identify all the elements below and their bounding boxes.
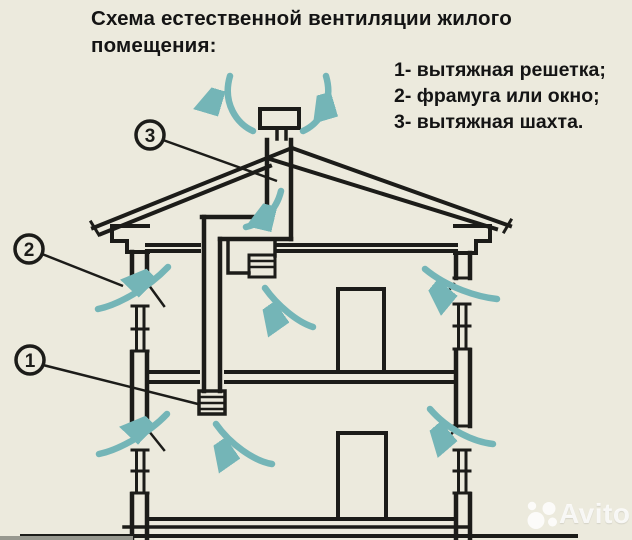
airflow-arrows bbox=[94, 72, 501, 464]
avito-logo-icon bbox=[527, 501, 557, 529]
roof-right-inner-line bbox=[267, 156, 499, 232]
intermediate-floor bbox=[145, 370, 458, 384]
callout-2-circle bbox=[13, 233, 45, 265]
chimney-cap-stem bbox=[275, 126, 288, 141]
callout-1-circle bbox=[14, 344, 46, 376]
inflow-arrow-right-first-floor bbox=[430, 405, 497, 444]
title-line-1: Схема естественной вентиляции жилого bbox=[91, 7, 512, 30]
inflow-arrow-left-second-floor bbox=[94, 267, 172, 313]
roof-left-outer-line bbox=[90, 145, 295, 231]
roof-right-outer-line bbox=[289, 145, 513, 229]
watermark-text: Avito bbox=[559, 497, 631, 529]
legend-item-grille: 1- вытяжная решетка; bbox=[394, 59, 606, 81]
open-transom-left-second-floor bbox=[146, 282, 166, 308]
callout-3-shaft: 3 bbox=[134, 119, 278, 183]
legend: 1- вытяжная решетка; 2- фрамуга или окно… bbox=[394, 57, 632, 135]
open-transom-right-first-floor bbox=[436, 429, 456, 451]
callout-2-window: 2 bbox=[13, 233, 124, 288]
left-cornice bbox=[110, 224, 150, 254]
inflow-arrow-right-second-floor bbox=[425, 265, 501, 299]
house-linework bbox=[20, 107, 578, 540]
photo-edge-bar bbox=[0, 536, 133, 540]
second-floor-ceiling bbox=[145, 243, 458, 253]
callouts: 3 2 1 bbox=[13, 119, 278, 406]
roof-left-tip bbox=[88, 219, 102, 238]
first-floor-grille-arrow bbox=[216, 420, 276, 464]
exhaust-grille-first-floor bbox=[197, 389, 227, 416]
exhaust-arrow-left bbox=[228, 72, 257, 135]
watermark: Avito bbox=[523, 497, 630, 530]
door-second-floor bbox=[336, 287, 386, 374]
open-transom-left-first-floor bbox=[146, 428, 166, 452]
callout-3-circle bbox=[134, 119, 166, 151]
right-cornice bbox=[453, 224, 492, 255]
diagram-title: Схема естественной вентиляции жилого пом… bbox=[91, 5, 561, 59]
title-line-2: помещения: bbox=[91, 34, 217, 57]
callout-1-pointer-line bbox=[42, 363, 199, 406]
legend-item-window: 2- фрамуга или окно; bbox=[394, 85, 600, 107]
roof-left-inner-line bbox=[98, 163, 273, 237]
callout-1-grille: 1 bbox=[14, 344, 199, 406]
legend-item-shaft: 3- вытяжная шахта. bbox=[394, 111, 584, 133]
roof-right-tip bbox=[501, 217, 514, 235]
callout-3-number: 3 bbox=[145, 126, 156, 147]
callout-1-number: 1 bbox=[25, 351, 36, 372]
callout-2-pointer-line bbox=[41, 252, 124, 288]
roof bbox=[88, 145, 514, 238]
exhaust-arrow-right bbox=[299, 72, 328, 135]
chimney-cap bbox=[258, 107, 301, 130]
ceiling-duct-second-floor bbox=[226, 237, 277, 279]
door-first-floor bbox=[336, 431, 388, 521]
right-wall bbox=[453, 250, 473, 540]
callout-3-pointer-line bbox=[162, 138, 278, 183]
callout-2-number: 2 bbox=[24, 240, 35, 261]
inflow-arrow-left-first-floor bbox=[95, 414, 171, 458]
second-floor-grille-arrow bbox=[265, 284, 317, 327]
attic-duct-arrow bbox=[242, 187, 285, 227]
foundation bbox=[20, 517, 578, 538]
